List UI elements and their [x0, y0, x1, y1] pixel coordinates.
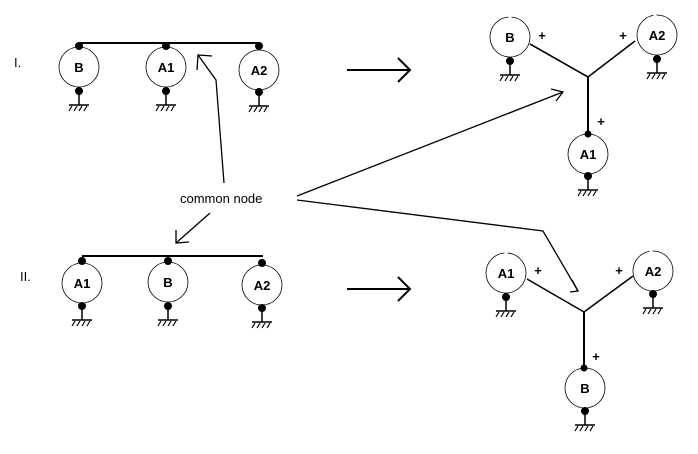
gen-label: B [163, 275, 172, 290]
plus-sign: + [597, 114, 605, 129]
ground-icon [577, 177, 599, 197]
gen-label: A2 [254, 278, 271, 293]
ground-icon [71, 307, 93, 327]
ground-icon [157, 307, 179, 327]
transform-arrow-1 [347, 57, 412, 83]
pointer-arrows [175, 54, 580, 293]
gen-label: B [580, 381, 589, 396]
gen-label: B [74, 60, 83, 75]
ground-icon [155, 92, 177, 112]
ground-icon [495, 298, 517, 318]
ground-icon [574, 412, 596, 432]
plus-sign: + [615, 263, 623, 278]
section-numeral-1: I. [14, 55, 21, 70]
plus-sign: + [534, 263, 542, 278]
generator-B-II: B [147, 257, 189, 327]
transform-arrow-2 [347, 276, 412, 302]
generator-B-I: B [58, 42, 100, 112]
generator-A1-I: A1 [145, 42, 187, 112]
ground-icon [646, 60, 668, 80]
wye-II: A1 A2 B + + + [485, 248, 674, 432]
gen-label: A2 [251, 63, 268, 78]
section-numeral-2: II. [20, 269, 31, 284]
plus-sign: + [619, 28, 627, 43]
gen-label: B [505, 30, 514, 45]
generator-A1-IIwye: A1 [485, 250, 527, 318]
gen-label: A1 [74, 276, 91, 291]
generator-A1-II: A1 [61, 257, 103, 327]
gen-label: A2 [645, 264, 662, 279]
generator-A1-Iwye: A1 [567, 130, 609, 197]
generator-A2-II: A2 [241, 259, 283, 329]
plus-sign: + [538, 28, 546, 43]
ground-icon [248, 93, 270, 113]
common-node-label: common node [180, 191, 262, 206]
gen-label: A1 [498, 266, 515, 281]
generator-A2-IIwye: A2 [632, 248, 674, 315]
wye-I: B A2 A1 + + + [489, 12, 678, 197]
ground-icon [251, 309, 273, 329]
generator-A2-Iwye: A2 [636, 12, 678, 80]
generator-B-Iwye: B [489, 14, 531, 82]
gen-label: A2 [649, 28, 666, 43]
gen-label: A1 [580, 147, 597, 162]
ground-icon [499, 62, 521, 82]
plus-sign: + [592, 349, 600, 364]
gen-label: A1 [158, 60, 175, 75]
generator-B-IIwye: B [564, 364, 606, 432]
ground-icon [68, 92, 90, 112]
generator-A2-I: A2 [238, 42, 280, 113]
ground-icon [642, 295, 664, 315]
